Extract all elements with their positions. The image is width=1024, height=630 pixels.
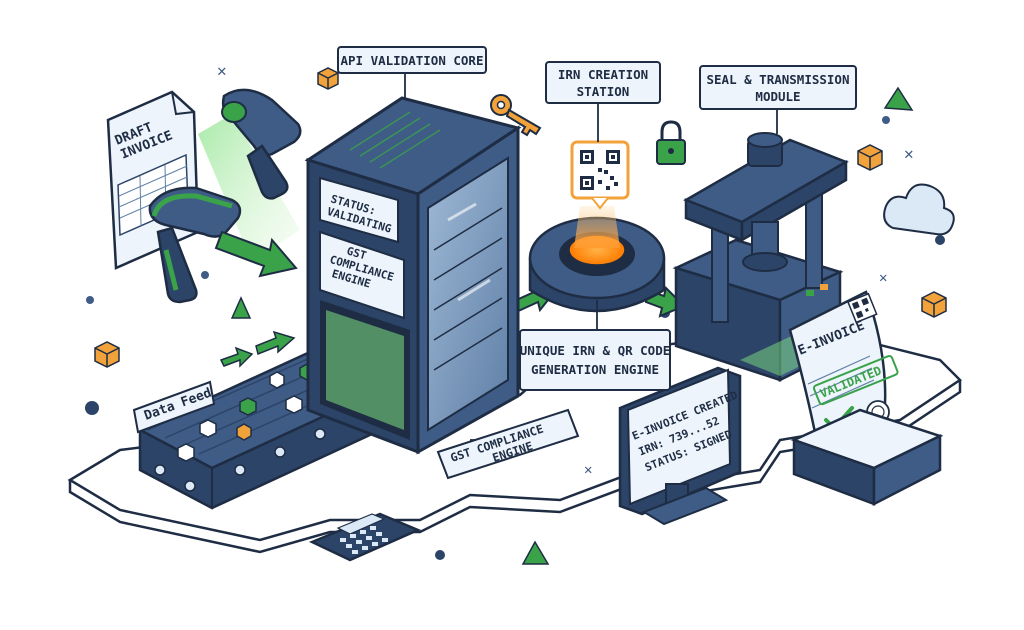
- e-invoice-qr-icon: [847, 292, 878, 324]
- seal-module-label-line1: SEAL & TRANSMISSION: [707, 72, 850, 87]
- dot-icon: [882, 116, 890, 124]
- lock-icon: [656, 120, 686, 165]
- decorations: ✕ ✕ ✕ ✕: [85, 61, 955, 565]
- dot-icon: [201, 271, 209, 279]
- callout-irn-qr-generation-engine: UNIQUE IRN & QR CODE GENERATION ENGINE: [519, 329, 671, 391]
- irn-creation-station-label-line2: STATION: [577, 84, 630, 99]
- callout-lines: [404, 73, 778, 441]
- dot-icon: [86, 296, 94, 304]
- draft-invoice-document: DRAFT INVOICE: [106, 90, 200, 270]
- api-validation-server: STATUS: VALIDATING GST COMPLIANCE ENGINE: [304, 96, 522, 455]
- triangle-icon: [883, 86, 914, 111]
- triangle-icon: [521, 540, 550, 565]
- triangle-icon: [230, 296, 252, 319]
- sparkle-icon: ✕: [879, 270, 887, 286]
- callout-api-validation-core: API VALIDATION CORE: [337, 46, 487, 74]
- status-monitor: E-INVOICE CREATED IRN: 739...52 STATUS: …: [618, 366, 742, 526]
- cube-icon: [317, 67, 339, 90]
- irn-creation-station-label-line1: IRN CREATION: [558, 67, 648, 82]
- output-tray: [790, 408, 944, 507]
- seal-module-label-line2: MODULE: [755, 89, 800, 104]
- callout-seal-transmission-module: SEAL & TRANSMISSION MODULE: [699, 65, 857, 110]
- cube-icon: [94, 341, 120, 368]
- calculator-icon: [308, 512, 422, 562]
- gst-panel-label-line1: GST: [345, 244, 368, 262]
- barcode-scanner: [198, 88, 302, 262]
- dot-icon: [935, 235, 945, 245]
- irn-engine-label-line2: GENERATION ENGINE: [531, 362, 659, 377]
- cube-icon: [921, 291, 947, 318]
- sparkle-icon: ✕: [904, 144, 914, 163]
- qr-code-icon: [580, 150, 620, 190]
- key-icon: [490, 94, 542, 137]
- dot-icon: [435, 550, 445, 560]
- api-validation-core-label: API VALIDATION CORE: [341, 53, 484, 68]
- irn-creation-station: [528, 140, 666, 313]
- callout-irn-creation-station: IRN CREATION STATION: [545, 61, 661, 104]
- sparkle-icon: ✕: [584, 462, 592, 478]
- cloud-icon: [883, 183, 955, 236]
- sparkle-icon: ✕: [217, 61, 227, 80]
- dot-icon: [85, 401, 99, 415]
- irn-engine-label-line1: UNIQUE IRN & QR CODE: [520, 343, 671, 358]
- cube-icon: [857, 144, 883, 171]
- barcode-scanner: [148, 186, 242, 304]
